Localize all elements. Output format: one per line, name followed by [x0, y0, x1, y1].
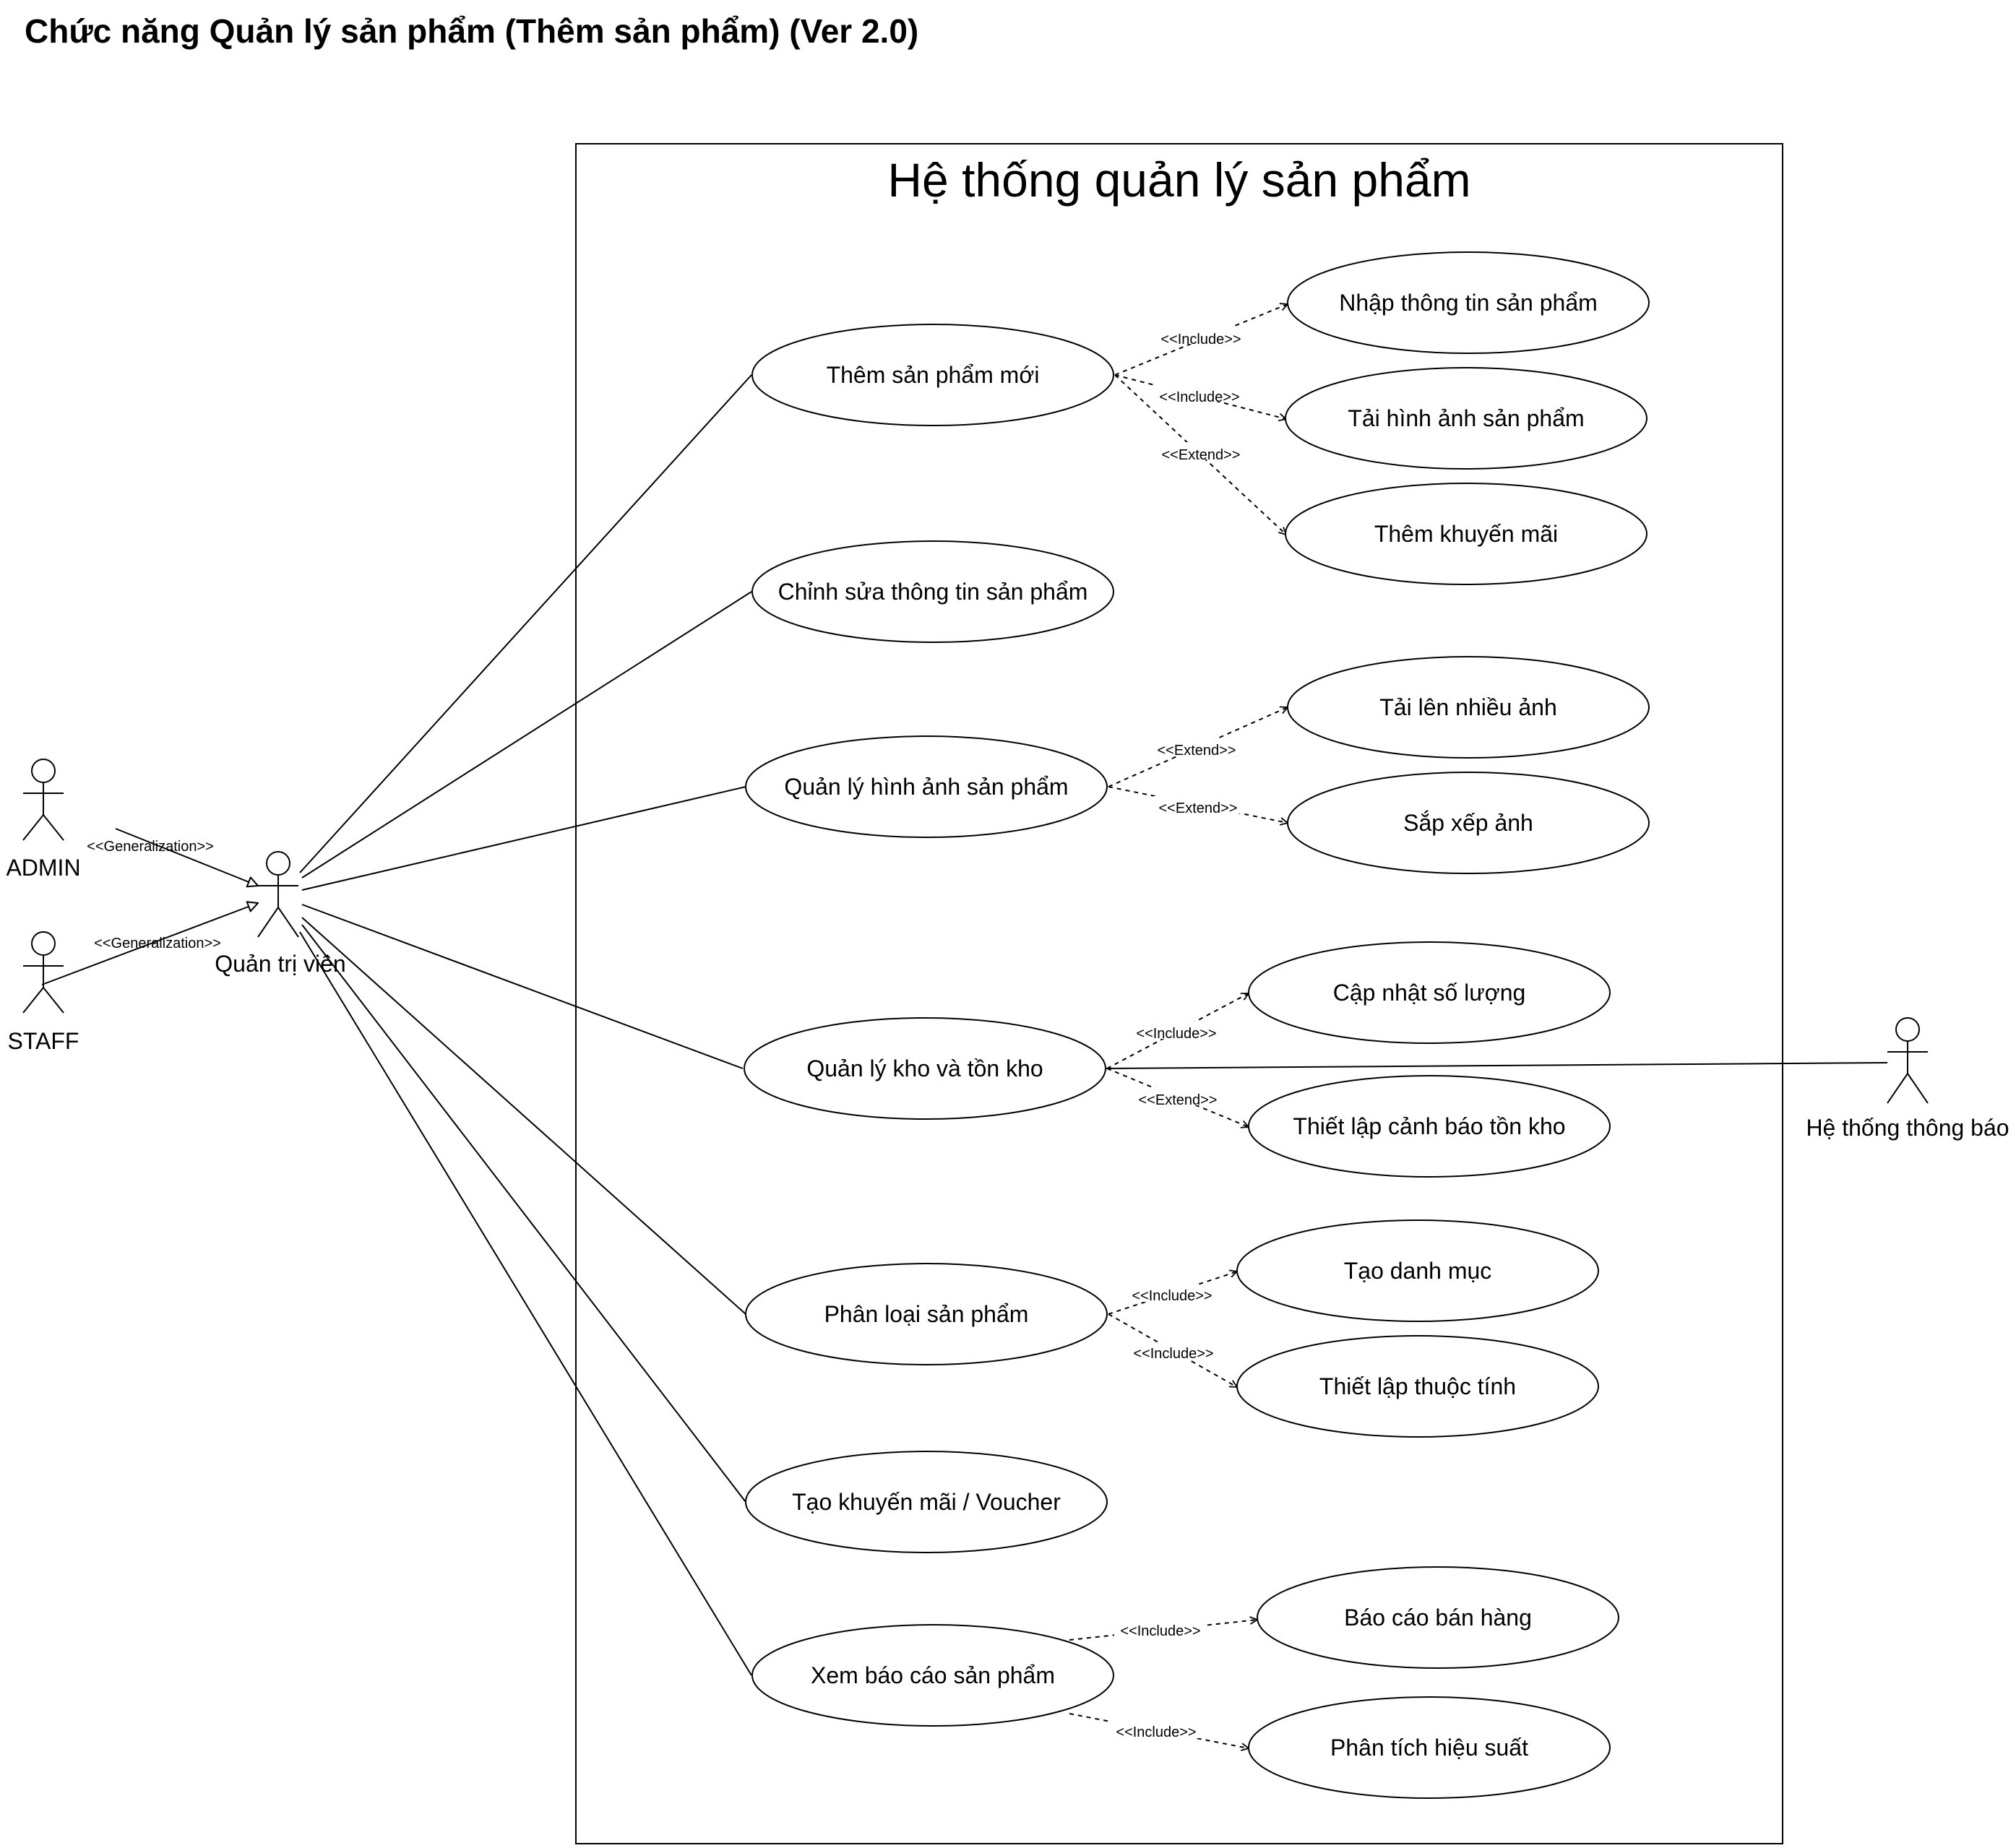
stereo-stock-alert: <<Extend>>: [1139, 1092, 1218, 1108]
uc-label-input-info: Nhập thông tin sản phẩm: [1339, 290, 1598, 316]
generalization-label-admin: <<Generalization>>: [87, 839, 214, 855]
system-title: Hệ thống quản lý sản phẩm: [887, 153, 1470, 207]
generalization-label-staff: <<Generalization>>: [94, 936, 221, 951]
uc-update-qty[interactable]: [1248, 941, 1611, 1044]
assoc-manage-images: [301, 786, 746, 891]
actor-admin-icon[interactable]: [22, 759, 64, 841]
stereo-images-sort: <<Extend>>: [1159, 800, 1238, 816]
uc-label-add-product: Thêm sản phẩm mới: [827, 362, 1040, 388]
uc-input-info[interactable]: [1287, 251, 1650, 354]
assoc-manage-stock: [301, 904, 744, 1069]
assoc-add-product: [299, 374, 752, 873]
assoc-categorize: [301, 917, 746, 1315]
dep-report-sales: [1069, 1620, 1257, 1641]
uc-manage-stock[interactable]: [744, 1017, 1106, 1120]
uc-stock-alert[interactable]: [1248, 1075, 1611, 1178]
uc-add-promo[interactable]: [1285, 483, 1647, 585]
generalization-staff: [41, 903, 258, 985]
uc-label-create-voucher: Tạo khuyến mãi / Voucher: [792, 1489, 1061, 1515]
uc-label-performance: Phân tích hiệu suất: [1330, 1735, 1528, 1761]
dep-cat-attr: [1108, 1313, 1237, 1387]
uc-set-attributes[interactable]: [1236, 1335, 1599, 1438]
uc-label-upload-many: Tải lên nhiều ảnh: [1379, 694, 1557, 720]
generalization-admin: [115, 828, 258, 886]
assoc-notifier: [1103, 1062, 1888, 1069]
associations: [299, 374, 1888, 1676]
page-title: Chức năng Quản lý sản phẩm (Thêm sản phẩ…: [25, 12, 919, 50]
actor-notifier-label: Hệ thống thông báo: [1806, 1115, 2009, 1141]
system-boundary: [575, 143, 1783, 1844]
actor-manager-label: Quản trị viên: [215, 951, 345, 977]
stereo-add-input: <<Include>>: [1160, 332, 1241, 347]
assoc-edit-info: [301, 591, 752, 878]
uc-sort-images[interactable]: [1287, 772, 1650, 874]
uc-label-manage-stock: Quản lý kho và tồn kho: [806, 1055, 1043, 1081]
stereo-cat-attr: <<Include>>: [1133, 1346, 1213, 1362]
uc-label-manage-images: Quản lý hình ảnh sản phẩm: [784, 774, 1068, 800]
stereo-stock-qty: <<Include>>: [1136, 1026, 1216, 1042]
uc-label-set-attributes: Thiết lập thuộc tính: [1319, 1373, 1516, 1399]
uc-manage-images[interactable]: [745, 735, 1108, 838]
uc-label-update-qty: Cập nhật số lượng: [1333, 980, 1526, 1006]
uc-add-product[interactable]: [751, 324, 1114, 426]
uc-categorize[interactable]: [745, 1263, 1108, 1365]
actor-admin-label: ADMIN: [6, 855, 80, 881]
uc-view-reports[interactable]: [751, 1624, 1114, 1727]
uc-label-stock-alert: Thiết lập cảnh báo tồn kho: [1293, 1113, 1565, 1139]
uc-upload-many[interactable]: [1287, 656, 1650, 759]
uc-label-upload-image: Tải hình ảnh sản phẩm: [1348, 405, 1584, 431]
uc-upload-image[interactable]: [1285, 367, 1647, 470]
uc-performance[interactable]: [1248, 1696, 1611, 1799]
stereo-cat-create: <<Include>>: [1132, 1288, 1212, 1304]
assoc-create-voucher: [301, 924, 746, 1503]
uc-label-categorize: Phân loại sản phẩm: [824, 1301, 1029, 1327]
actor-notifier-icon[interactable]: [1887, 1017, 1929, 1104]
uc-label-view-reports: Xem báo cáo sản phẩm: [811, 1662, 1055, 1688]
uc-label-add-promo: Thêm khuyến mãi: [1374, 521, 1558, 547]
assoc-view-reports: [299, 931, 752, 1676]
stereo-add-promo: <<Extend>>: [1162, 447, 1241, 463]
uc-edit-info[interactable]: [751, 540, 1114, 643]
uc-label-create-category: Tạo danh mục: [1344, 1258, 1492, 1284]
uc-create-category[interactable]: [1236, 1219, 1599, 1322]
stereo-images-many: <<Extend>>: [1158, 743, 1236, 759]
uc-sales-report[interactable]: [1257, 1566, 1619, 1669]
actor-manager-icon[interactable]: [257, 851, 299, 938]
actor-staff-icon[interactable]: [22, 931, 64, 1014]
uc-label-edit-info: Chỉnh sửa thông tin sản phẩm: [778, 579, 1088, 605]
uc-create-voucher[interactable]: [745, 1451, 1108, 1553]
uc-label-sales-report: Báo cáo bán hàng: [1344, 1605, 1532, 1631]
stereo-report-perf: <<Include>>: [1116, 1724, 1196, 1740]
uc-label-sort-images: Sắp xếp ảnh: [1403, 810, 1533, 836]
stereo-add-upload: <<Include>>: [1159, 389, 1239, 405]
actor-staff-label: STAFF: [8, 1028, 79, 1054]
dep-cat-create: [1108, 1271, 1237, 1315]
stereo-report-sales: <<Include>>: [1120, 1623, 1200, 1639]
